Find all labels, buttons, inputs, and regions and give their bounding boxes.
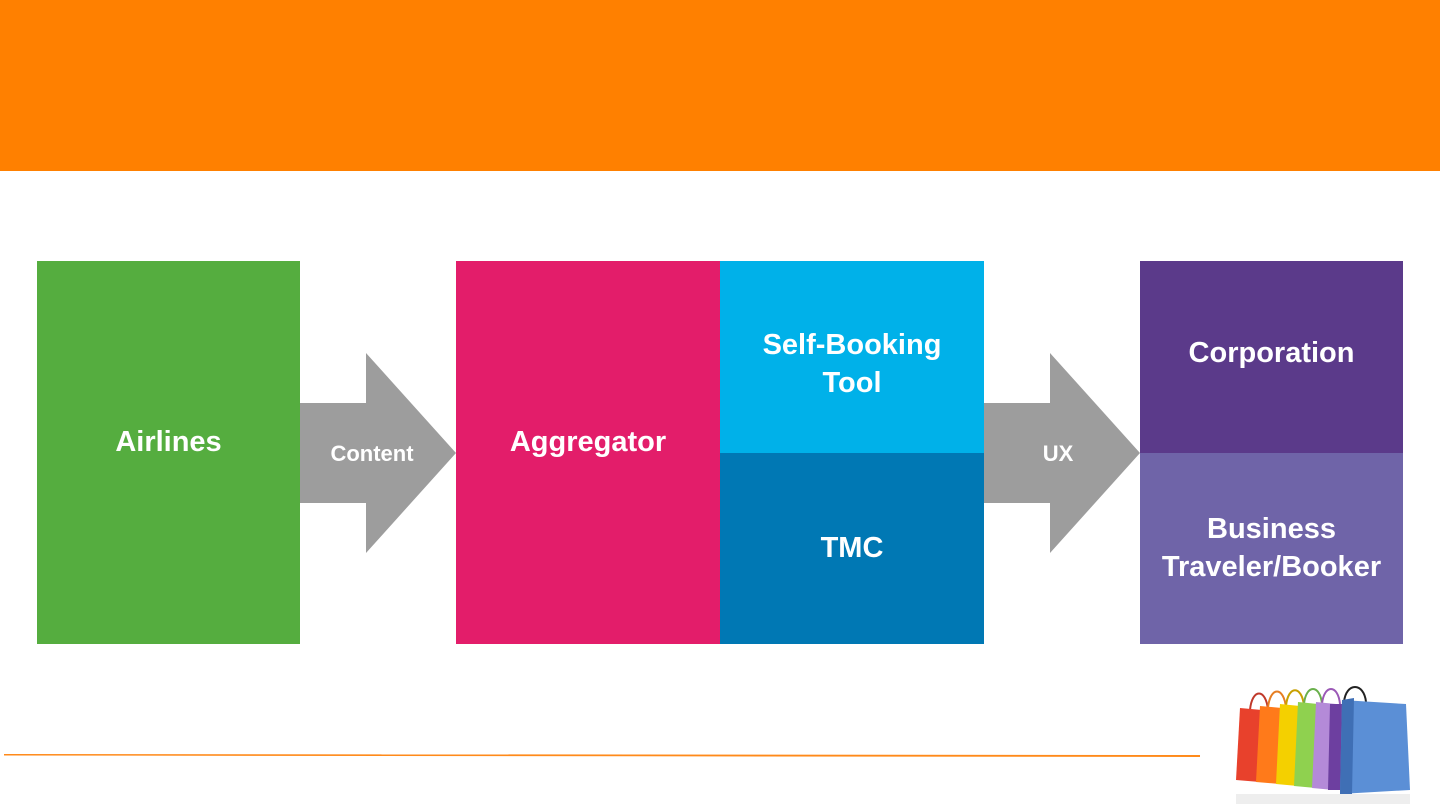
aggregator-label: Aggregator	[509, 425, 667, 458]
content-arrow	[300, 353, 456, 553]
header-band	[0, 0, 1440, 171]
content-arrow-label: Content	[330, 441, 414, 466]
tmc-label: TMC	[820, 531, 884, 564]
business-traveler-label-line1: Business	[1207, 512, 1336, 545]
self-booking-tool-label-line1: Self-Booking	[762, 329, 942, 362]
airlines-box: Airlines	[37, 261, 300, 644]
airlines-label: Airlines	[115, 425, 222, 458]
shopping-bags-icon	[1236, 686, 1410, 804]
self-booking-tool-box: Self-Booking Tool	[720, 261, 984, 453]
business-traveler-label-line2: Traveler/Booker	[1161, 550, 1382, 583]
ux-arrow-label: UX	[1042, 441, 1074, 466]
ux-arrow	[984, 353, 1140, 553]
aggregator-box: Aggregator	[456, 261, 720, 644]
footer-divider-line	[4, 754, 1200, 757]
business-traveler-box: Business Traveler/Booker	[1140, 453, 1403, 644]
corporation-box: Corporation	[1140, 261, 1403, 453]
tmc-box: TMC	[720, 453, 984, 644]
self-booking-tool-label-line2: Tool	[822, 367, 882, 399]
corporation-label: Corporation	[1188, 337, 1355, 370]
